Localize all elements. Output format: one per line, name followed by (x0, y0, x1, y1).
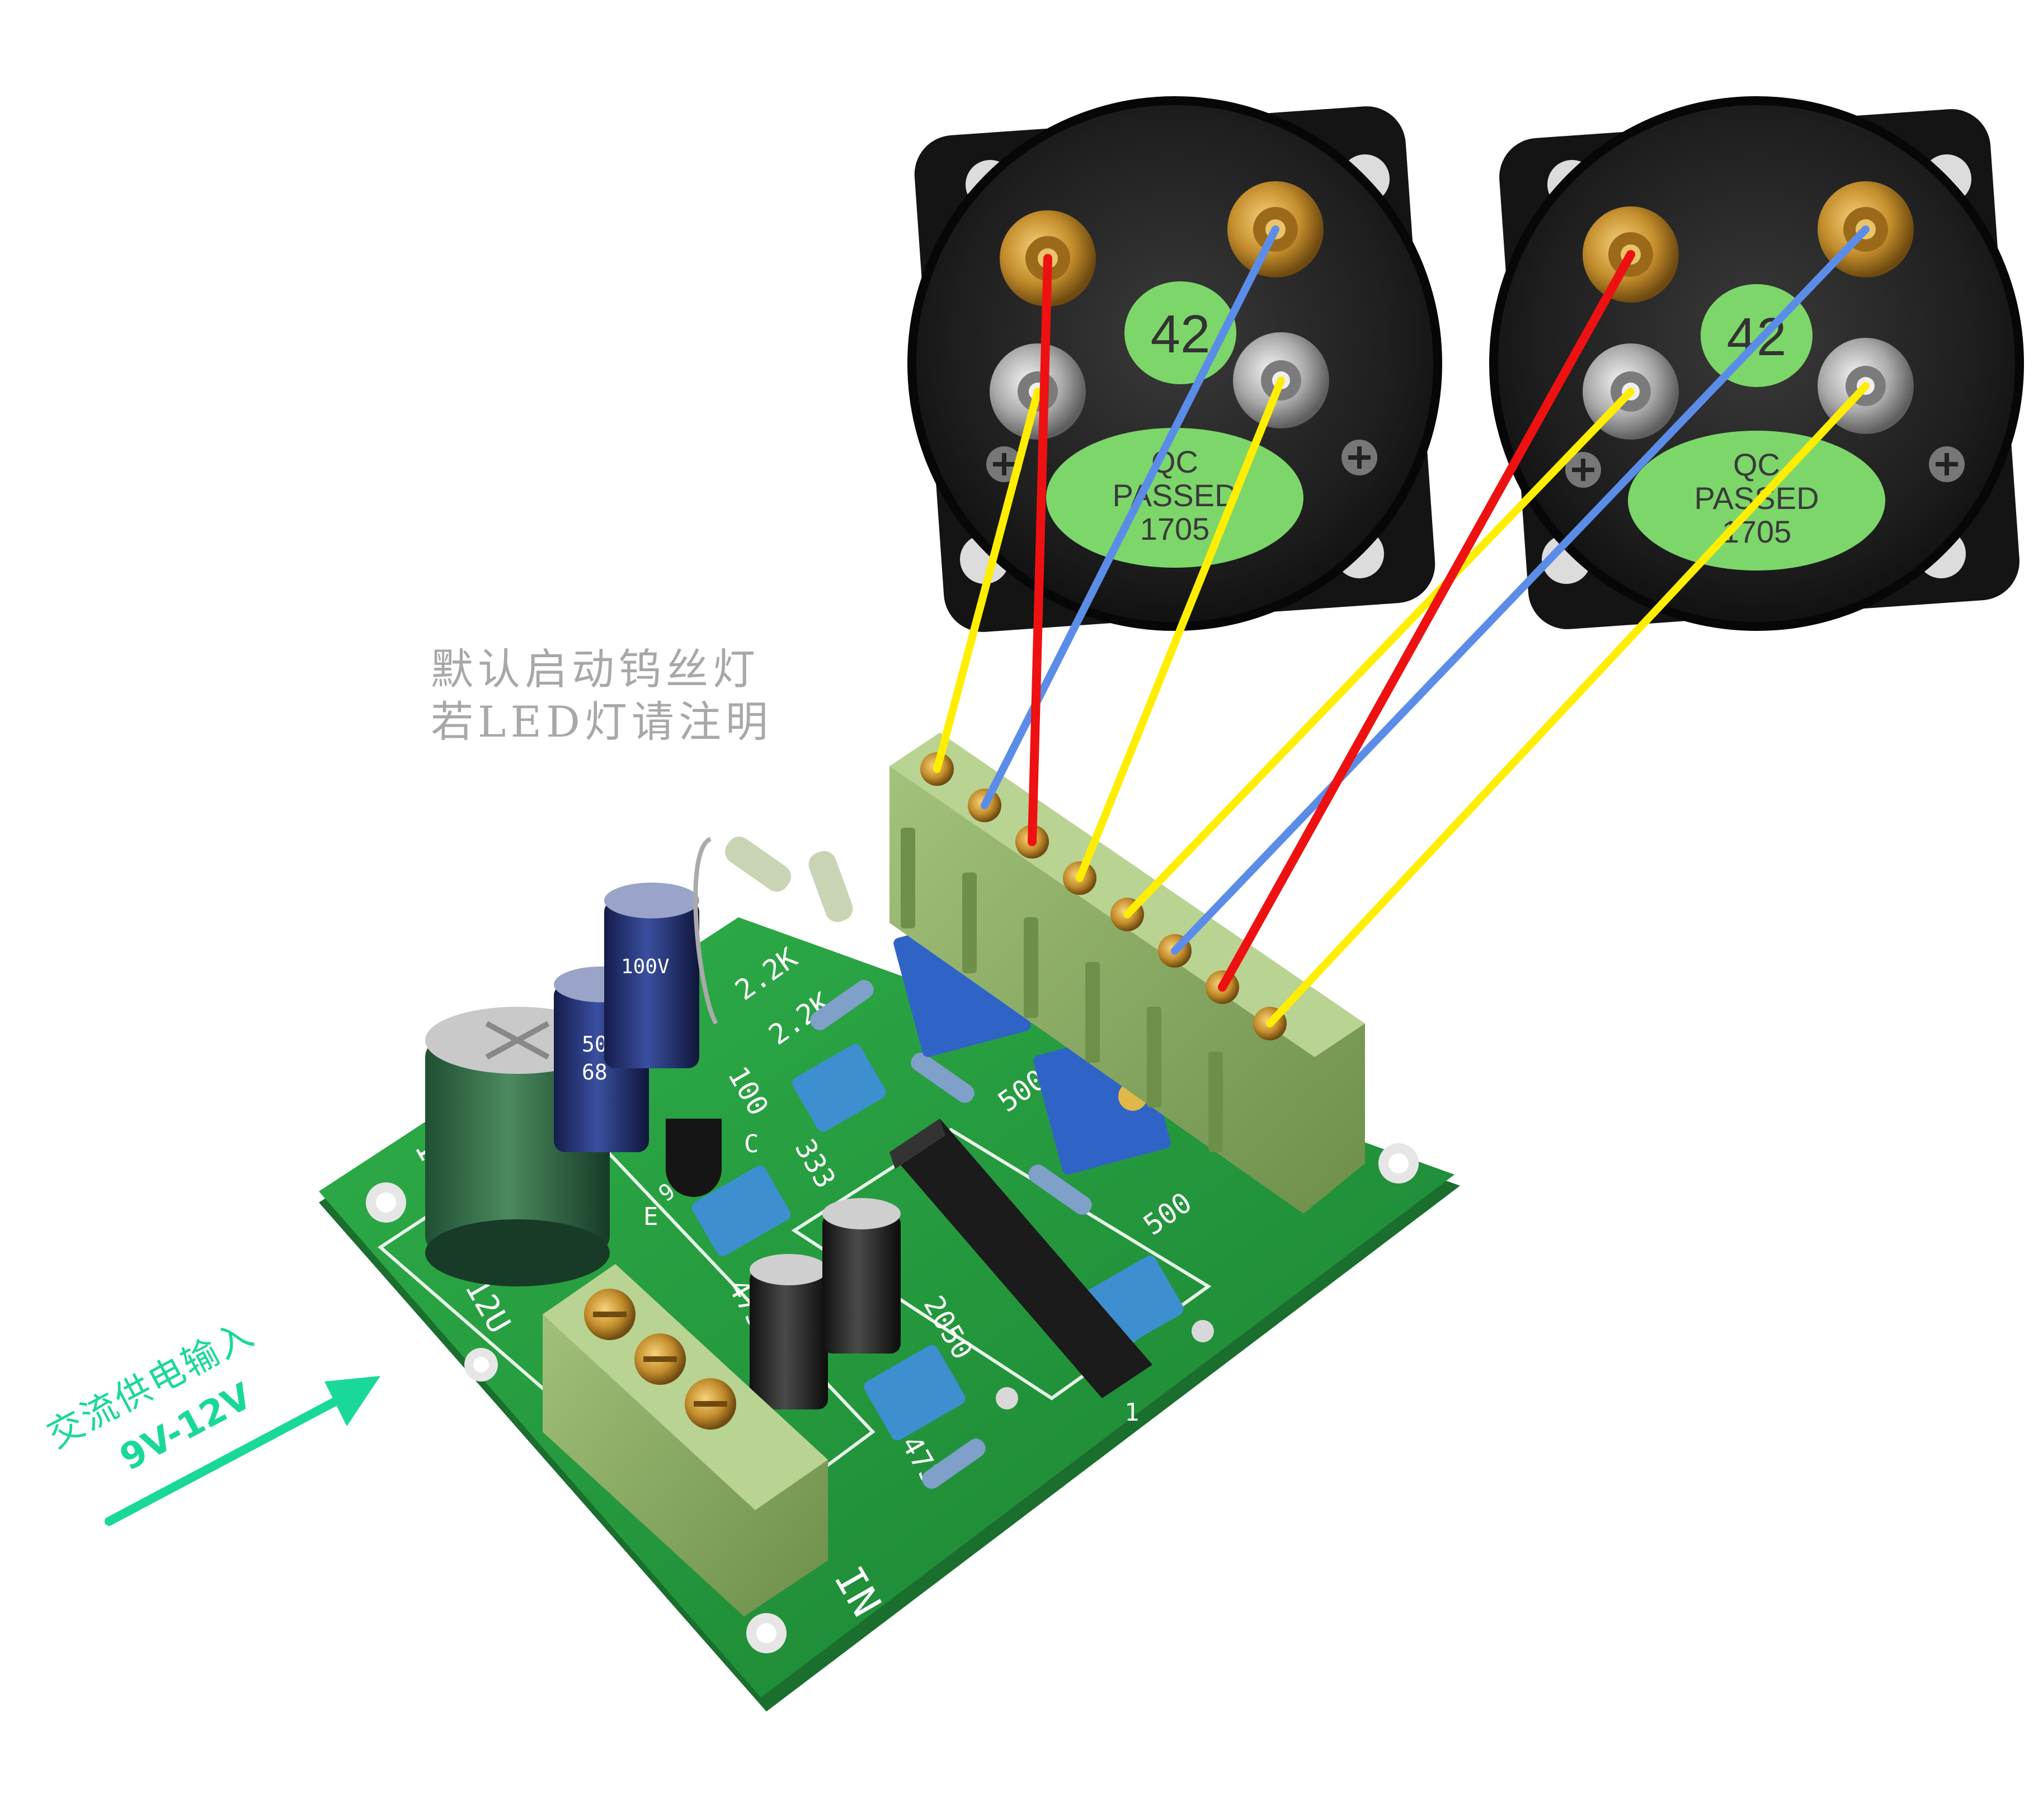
note-line-2: 若LED灯请注明 (431, 697, 773, 747)
wiring (933, 225, 1870, 1027)
capacitor-blue-b: 100V (604, 883, 699, 1068)
arrow-head-icon (324, 1376, 380, 1426)
silk-label-c: C (744, 1130, 759, 1158)
output-terminal-block (889, 733, 1365, 1214)
wire-yellow-1 (933, 388, 1042, 773)
vu-meter-right: 42 QC PASSED 1705 (1489, 96, 2024, 631)
qc-label: QC (1733, 447, 1780, 482)
resistor-4 (922, 1439, 986, 1489)
resistor-3 (1028, 1164, 1092, 1215)
resistor-1 (810, 980, 874, 1030)
cap-value-label: 68 (582, 1060, 608, 1085)
cap-voltage-label-b: 100V (621, 955, 670, 978)
wire-blue-2 (1171, 225, 1870, 955)
film-cap-1 (792, 1044, 886, 1132)
qc-sticker (1046, 428, 1303, 568)
wire-red-2 (1218, 250, 1635, 992)
film-cap-3 (864, 1345, 966, 1441)
silk-label-pin1: 1 (1124, 1398, 1140, 1427)
input-terminal-block (543, 1264, 828, 1616)
wire-yellow-2 (1076, 376, 1285, 882)
input-arrow (105, 1394, 346, 1526)
vu-driver-pcb: 100U 12U IN 2.2K 2.2K 100 500 500 333 90… (319, 733, 1460, 1711)
wire-yellow-3 (1123, 388, 1635, 918)
resistor-upright-2 (808, 851, 853, 922)
capacitor-black-b (822, 1198, 901, 1354)
note-text: 默认启动钨丝灯 若LED灯请注明 (431, 643, 773, 748)
silk-label-e: E (643, 1203, 658, 1231)
meter-number: 42 (1151, 304, 1211, 364)
transistor-9013 (666, 1119, 722, 1197)
film-cap-2 (691, 1166, 791, 1256)
wire-yellow-4 (1266, 382, 1870, 1027)
input-annotation: 交流供电输入 9V-12V (41, 1313, 380, 1526)
resistor-upright-1 (725, 836, 791, 892)
note-line-1: 默认启动钨丝灯 (431, 644, 760, 694)
qc-code-label: 1705 (1140, 511, 1210, 546)
wire-red-1 (1028, 254, 1052, 846)
capacitor-black-a (750, 1254, 828, 1409)
ic-chip (889, 1119, 1152, 1398)
resistor-2 (911, 1053, 975, 1103)
